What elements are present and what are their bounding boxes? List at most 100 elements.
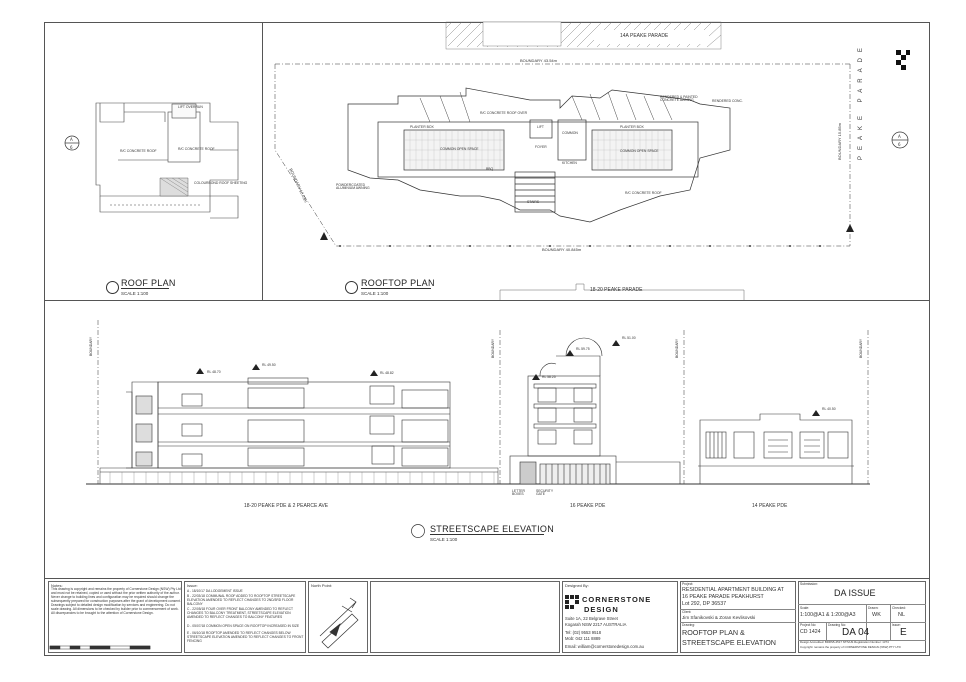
rooftop-plan-title-underline (361, 288, 431, 289)
company-name-line1: CORNERSTONE (582, 595, 652, 604)
divider-plans-elevation (44, 300, 930, 301)
project-line3: Lot 292, DP 36537 (682, 601, 727, 607)
elev-boundary-3: BOUNDARY (675, 338, 679, 358)
company-name-line2: DESIGN (584, 605, 619, 614)
company-address1: Suite 1A, 22 Belgrave Street (565, 616, 618, 621)
roof-label-lift-overrun: LIFT OVERRUN (178, 105, 203, 109)
drawn-heading: Drawn: (868, 606, 879, 610)
rl-label-6: RL 51.00 (622, 336, 636, 340)
issue-cell (184, 581, 306, 653)
drawing-line2: STREETSCAPE ELEVATION (682, 638, 776, 647)
scale-bar (49, 645, 151, 650)
rooftop-cos-left: COMMON OPEN SPACE (440, 147, 479, 151)
client-heading: Client: (682, 610, 692, 614)
elevation-title-underline (430, 534, 544, 535)
issue-4: D - 05/07/18 COMMON OPEN SPACE ON ROOFTO… (187, 624, 300, 628)
elev-caption-middle: 16 PEAKE PDE (570, 503, 606, 509)
title-block-top-line (44, 578, 930, 579)
rooftop-rendered-painted: RENDERED & PAINTED CONCRETE AWNING (660, 95, 698, 103)
rooftop-lift: LIFT (537, 125, 544, 129)
blank-cell (370, 581, 560, 653)
elev-boundary-4: BOUNDARY (859, 338, 863, 358)
project-no-heading: Project No: (800, 623, 817, 627)
company-address2: Kogarah NSW 2217 AUSTRALIA (565, 622, 627, 627)
svg-text:6: 6 (898, 142, 901, 147)
roof-plan-title-underline (121, 288, 169, 289)
rooftop-foyer: FOYER (535, 145, 547, 149)
issue-letter-value: E (900, 627, 907, 638)
rooftop-rc-roof-over: R/C CONCRETE ROOF OVER (480, 111, 528, 115)
svg-text:A: A (898, 134, 901, 139)
project-heading: Project: (682, 582, 694, 586)
project-no-value: CD 1424 (800, 629, 821, 635)
svg-text:A: A (70, 137, 73, 142)
drawing-no-heading: Drawing No: (828, 623, 847, 627)
issue-letter-heading: Issue: (892, 623, 901, 627)
rl-label-3: RL 48.82 (380, 371, 394, 375)
elev-letter-boxes: LETTER BOXES (512, 489, 525, 497)
project-cell (680, 581, 796, 653)
elevation-title: STREETSCAPE ELEVATION (430, 524, 554, 534)
rl-label-5: RL 58.25 (542, 375, 556, 379)
project-line1: RESIDENTIAL APARTMENT BUILDING AT (682, 587, 784, 593)
scale-value: 1:100@A1 & 1:200@A3 (800, 612, 856, 618)
client-name: Jim Sfanikovski & Zoran Kevlisovski (682, 615, 756, 620)
notes-text: This drawing is copyright and remains th… (51, 587, 181, 615)
north-point-cell (308, 581, 368, 653)
rooftop-street-bottom: 18-20 PEAKE PARADE (590, 287, 643, 293)
roof-plan-title: ROOF PLAN (121, 278, 176, 288)
rooftop-powdercoated: POWDERCOATED ALUMINIUM AWNING (336, 183, 370, 191)
rooftop-street-top: 14A PEAKE PARADE (620, 33, 669, 39)
project-divider-1 (680, 609, 796, 610)
notes-cell (48, 581, 182, 653)
submission-divider-3 (798, 640, 926, 641)
issue-2: B - 22/03/18 COMMUNAL ROOF ADDED TO ROOF… (187, 594, 296, 607)
rooftop-common: COMMON (562, 131, 578, 135)
rooftop-stairs: STAIRS (527, 200, 539, 204)
company-logo-icon (565, 595, 579, 609)
submission-cell (798, 581, 926, 653)
roof-plan-title-circle (106, 281, 119, 294)
rooftop-rc-roof: R/C CONCRETE ROOF (625, 191, 662, 195)
rooftop-plan-title-circle (345, 281, 358, 294)
rl-label-1: RL 48.70 (207, 370, 221, 374)
roof-plan-scale: SCALE 1:100 (121, 291, 149, 296)
designed-by-heading: Designed By: (565, 583, 589, 588)
submission-value: DA ISSUE (834, 588, 876, 598)
rooftop-bbq: BBQ (486, 167, 494, 171)
roof-label-rc-right: R/C CONCRETE ROOF (178, 147, 215, 151)
elev-security-gate: SECURITY GATE (536, 489, 554, 497)
divider-roof-rooftop (262, 22, 263, 300)
rooftop-boundary-bottom: BOUNDARY 40.845m (542, 247, 582, 252)
roof-label-colourbond: COLOURBOND ROOF SHEETING (194, 181, 248, 185)
notes-heading: Notes: (51, 583, 63, 588)
rooftop-cos-right: COMMON OPEN SPACE (620, 149, 659, 153)
submission-heading: Submission: (800, 582, 818, 586)
rooftop-planter-right: PLANTER BOX (620, 125, 644, 129)
north-arrow-icon (319, 597, 359, 649)
elevation-scale: SCALE 1:100 (430, 537, 458, 542)
company-email: Email: william@cornerstonedesign.com.au (565, 644, 644, 649)
designer-cell (562, 581, 678, 653)
drawing-heading: Drawing: (682, 623, 696, 627)
footer-line1: Design Accredited: BDRS5-4517 NTIVHS Reg… (800, 640, 889, 644)
project-divider-2 (680, 622, 796, 623)
submission-divider-2 (798, 622, 926, 623)
rl-label-2: RL 49.50 (262, 363, 276, 367)
drawn-value: WK (872, 612, 881, 618)
company-mob: Mob: 042 111 8889 (565, 636, 601, 641)
rooftop-plan-scale: SCALE 1:100 (361, 291, 389, 296)
rooftop-kitchen: KITCHEN (562, 161, 577, 165)
footer-line2: Copyright: remains the property of CORNE… (800, 645, 901, 649)
drawing-line1: ROOFTOP PLAN & (682, 628, 745, 637)
company-tel: Tel: (02) 9553 9518 (565, 630, 602, 635)
issue-5: E - 06/10/18 ROOFTOP AMENDED TO REFLECT … (187, 631, 304, 644)
issue-1: A - 18/10/17 DA LODGEMENT ISSUE (187, 589, 243, 593)
north-heading: North Point: (311, 583, 333, 588)
checked-heading: Checked: (892, 606, 906, 610)
svg-text:6: 6 (70, 145, 73, 150)
